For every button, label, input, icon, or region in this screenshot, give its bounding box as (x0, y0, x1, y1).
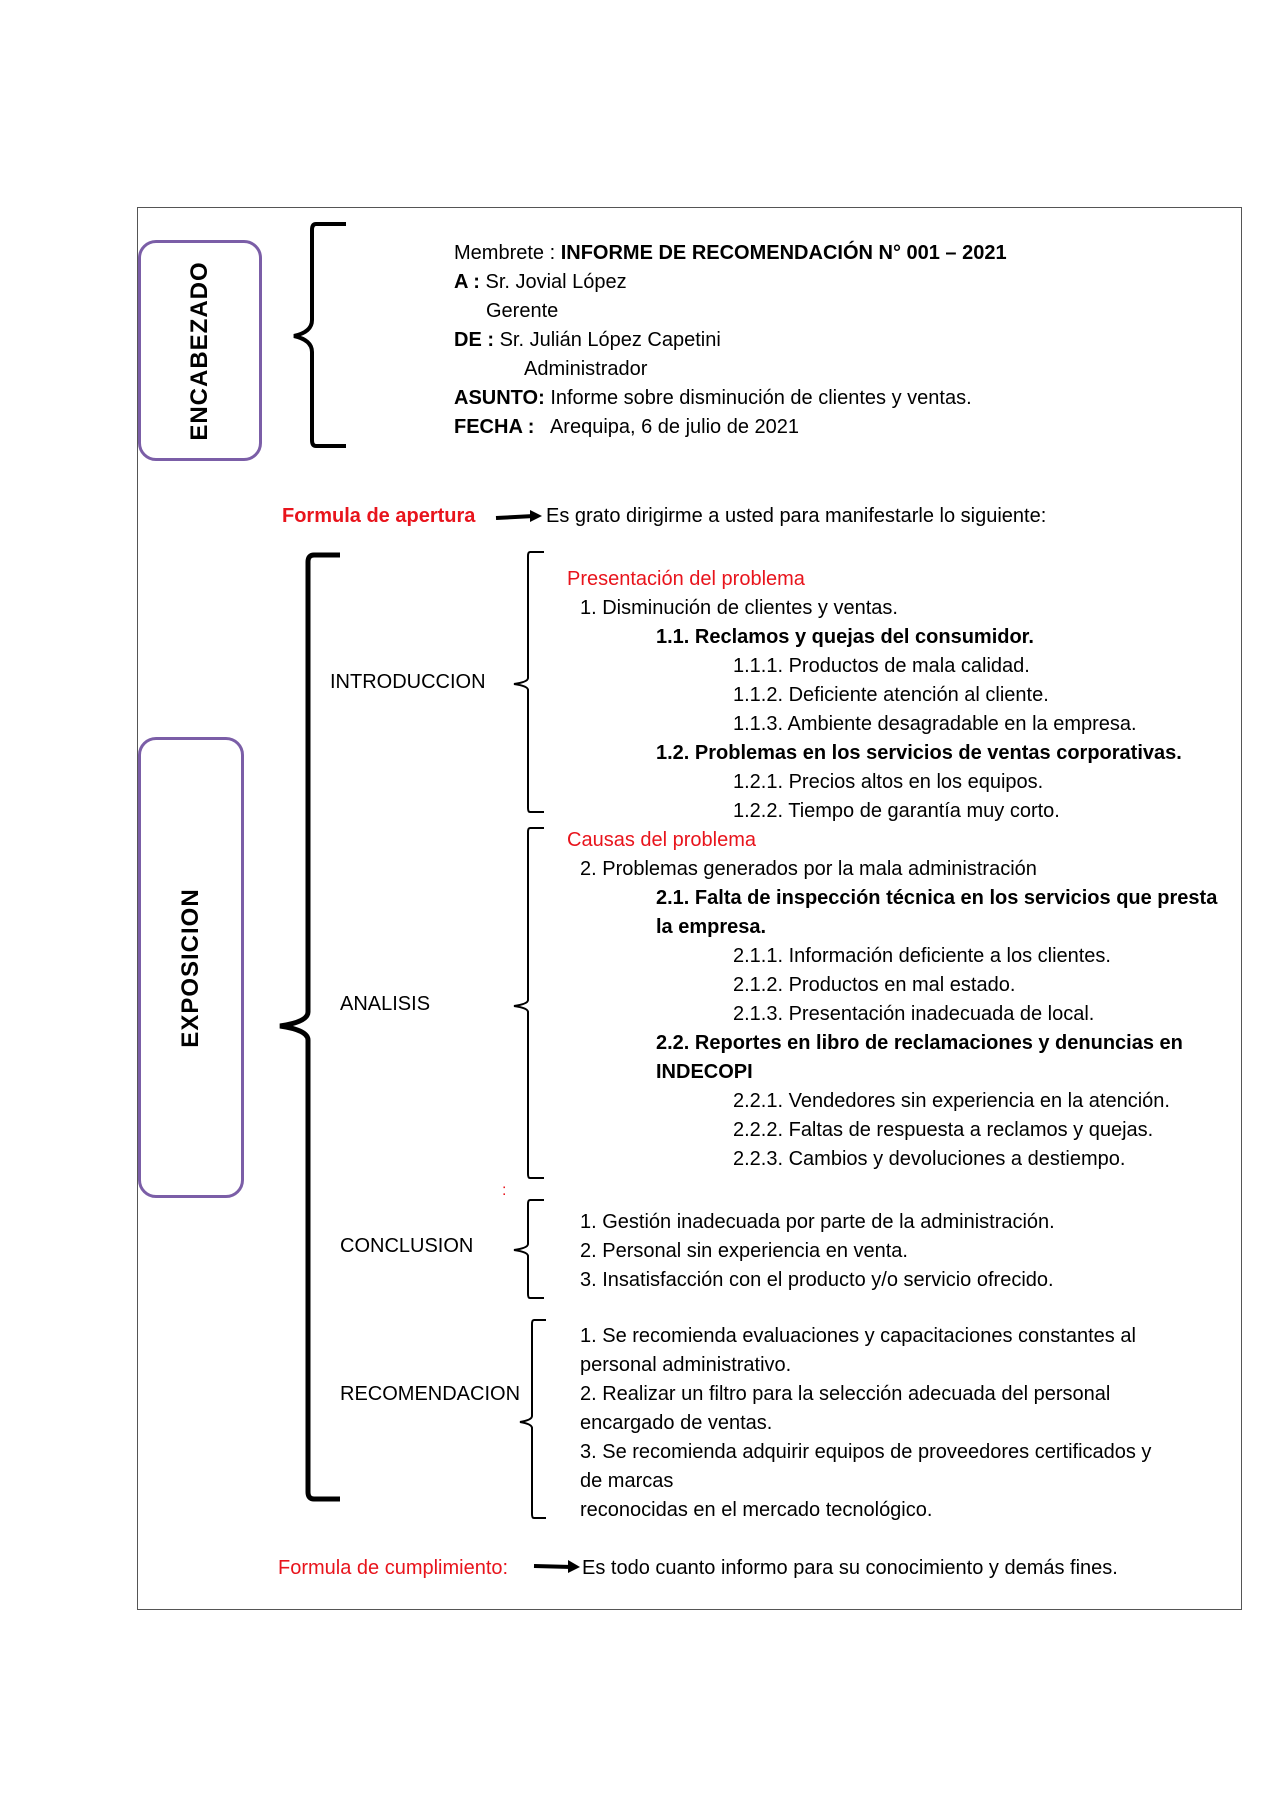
list-item: 1.2.1. Precios altos en los equipos. (733, 771, 1044, 793)
list-item: 1.1.2. Deficiente atención al cliente. (733, 684, 1049, 706)
exposicion-box (138, 737, 244, 1198)
apertura-arrow-icon (495, 510, 542, 522)
recomendacion-label: RECOMENDACION (340, 1383, 521, 1405)
list-item: 1. Gestión inadecuada por parte de la ad… (580, 1211, 1055, 1233)
introduccion-label: INTRODUCCION (330, 671, 486, 693)
apertura-text: Es grato dirigirme a usted para manifest… (546, 505, 1047, 527)
list-item: 2.1.2. Productos en mal estado. (733, 974, 1016, 996)
exposicion-label: EXPOSICION (177, 888, 204, 1048)
header-brace (293, 222, 346, 448)
list-item: 2. Problemas generados por la mala admin… (580, 858, 1037, 880)
analisis-label: ANALISIS (340, 993, 431, 1015)
list-item: 2.2.3. Cambios y devoluciones a destiemp… (733, 1148, 1126, 1170)
exposicion-brace (279, 552, 340, 1502)
encabezado-box (138, 240, 262, 461)
list-item: 3. Insatisfacción con el producto y/o se… (580, 1269, 1054, 1291)
analisis-title: Causas del problema (567, 829, 756, 851)
apertura-label: Formula de apertura (282, 505, 476, 527)
list-item: de marcas (580, 1470, 674, 1492)
conclusion-brace (513, 1199, 544, 1299)
list-item: 1.1.3. Ambiente desagradable en la empre… (733, 713, 1137, 735)
membrete-line: Membrete : INFORME DE RECOMENDACIÓN N° 0… (454, 242, 1007, 264)
introduccion-title: Presentación del problema (567, 568, 805, 590)
document-frame (137, 207, 1242, 1610)
analisis-brace (513, 827, 544, 1179)
list-item: 2.2. Reportes en libro de reclamaciones … (656, 1032, 1183, 1054)
de-role: Administrador (524, 358, 648, 380)
list-item: 1.1. Reclamos y quejas del consumidor. (656, 626, 1034, 648)
list-item: INDECOPI (656, 1061, 753, 1083)
list-item: 2.1.3. Presentación inadecuada de local. (733, 1003, 1095, 1025)
a-role: Gerente (486, 300, 559, 322)
list-item: 3. Se recomienda adquirir equipos de pro… (580, 1441, 1152, 1463)
list-item: la empresa. (656, 916, 767, 938)
fecha-line: FECHA : Arequipa, 6 de julio de 2021 (454, 416, 800, 438)
de-line: DE : Sr. Julián López Capetini (454, 329, 721, 351)
list-item: 2.2.1. Vendedores sin experiencia en la … (733, 1090, 1170, 1112)
conclusion-colon: : (502, 1182, 507, 1199)
cumplimiento-arrow-icon (533, 1560, 580, 1573)
conclusion-label: CONCLUSION (340, 1235, 474, 1257)
list-item: 1.1.1. Productos de mala calidad. (733, 655, 1030, 677)
list-item: personal administrativo. (580, 1354, 792, 1376)
encabezado-label: ENCABEZADO (186, 261, 213, 441)
a-line: A : Sr. Jovial López (454, 271, 627, 293)
cumplimiento-text: Es todo cuanto informo para su conocimie… (582, 1557, 1118, 1579)
list-item: 2.2.2. Faltas de respuesta a reclamos y … (733, 1119, 1154, 1141)
cumplimiento-label: Formula de cumplimiento: (278, 1557, 509, 1579)
list-item: 2.1.1. Información deficiente a los clie… (733, 945, 1111, 967)
list-item: 1.2. Problemas en los servicios de venta… (656, 742, 1182, 764)
list-item: 1. Se recomienda evaluaciones y capacita… (580, 1325, 1136, 1347)
list-item: encargado de ventas. (580, 1412, 773, 1434)
list-item: 2.1. Falta de inspección técnica en los … (656, 887, 1218, 909)
introduccion-brace (513, 551, 544, 813)
asunto-line: ASUNTO: Informe sobre disminución de cli… (454, 387, 972, 409)
list-item: 2. Realizar un filtro para la selección … (580, 1383, 1111, 1405)
list-item: 1.2.2. Tiempo de garantía muy corto. (733, 800, 1060, 822)
list-item: 1. Disminución de clientes y ventas. (580, 597, 898, 619)
list-item: 2. Personal sin experiencia en venta. (580, 1240, 908, 1262)
list-item: reconocidas en el mercado tecnológico. (580, 1499, 933, 1521)
recomendacion-brace (519, 1319, 546, 1519)
